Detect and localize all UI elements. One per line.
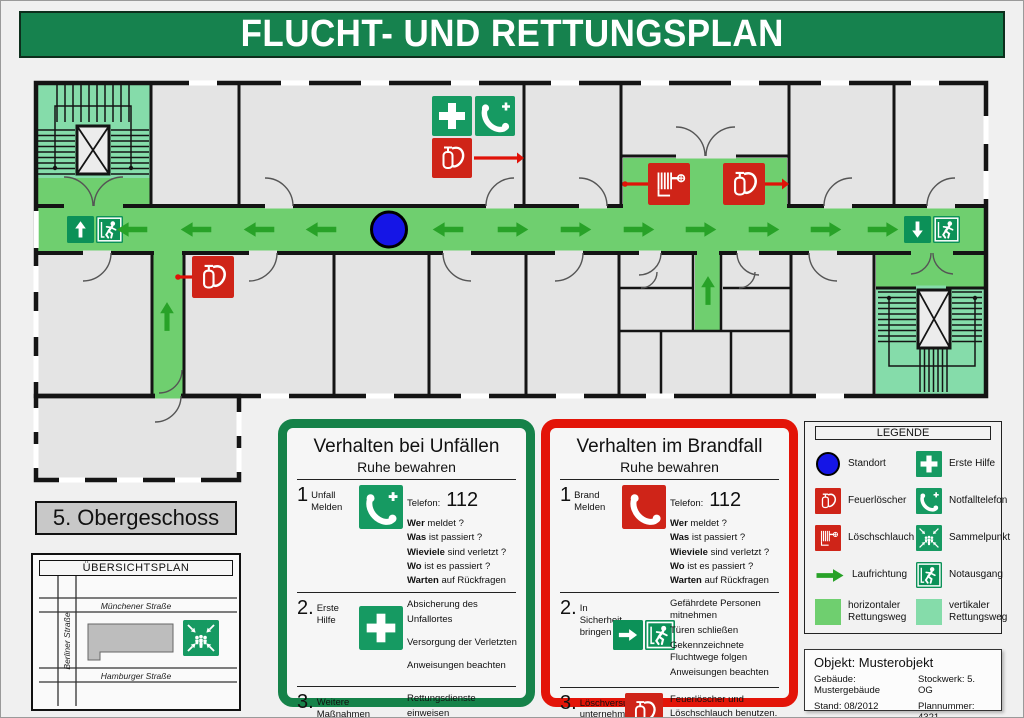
- fire-phone-icon: [622, 485, 666, 529]
- accident-panel-subtitle: Ruhe bewahren: [357, 459, 456, 475]
- first-aid-icon: [432, 96, 472, 136]
- fire-extinguisher-icon: [625, 692, 663, 717]
- fire-extinguisher-icon: [815, 488, 841, 514]
- standort-marker: [816, 452, 840, 476]
- assembly-point-icon: [916, 525, 942, 551]
- object-info-box: Objekt: Musterobjekt Gebäude: Mustergebä…: [804, 649, 1002, 717]
- direction-down-sign-icon: [904, 216, 931, 243]
- fire-panel-subtitle: Ruhe bewahren: [620, 459, 719, 475]
- emergency-number: 112: [709, 489, 742, 511]
- legend-item-feuerloescher: Feuerlöscher: [815, 488, 914, 514]
- building-footprint: [87, 623, 174, 661]
- emergency-phone-icon: [475, 96, 515, 136]
- accident-panel-title: Verhalten bei Unfällen: [313, 436, 500, 457]
- fire-extinguisher-icon: [432, 138, 472, 178]
- fire-hose-icon: [815, 525, 841, 551]
- legend-item-loeschschlauch: Löschschlauch: [815, 525, 914, 551]
- emergency-phone-icon: [916, 488, 942, 514]
- street-name-top: Münchener Straße: [101, 601, 172, 611]
- standort-marker: [370, 210, 408, 249]
- fire-instructions-panel: Verhalten im Brandfall Ruhe bewahren 1 B…: [541, 419, 798, 717]
- accident-step-1: 1 Unfall Melden Telefon:112 Wer meldet ?…: [297, 484, 507, 586]
- first-aid-icon: [359, 606, 403, 651]
- extinguisher-pointer: [474, 152, 524, 164]
- legend-item-standort: Standort: [815, 451, 914, 477]
- title-banner: FLUCHT- UND RETTUNGSPLAN: [19, 11, 1005, 58]
- fire-hose-icon: [648, 163, 690, 205]
- escape-arrow-icon: [816, 568, 844, 582]
- accident-instructions-panel: Verhalten bei Unfällen Ruhe bewahren 1 U…: [278, 419, 535, 717]
- direction-up-sign-icon: [67, 216, 94, 243]
- legend-panel: LEGENDE Standort Erste Hilfe Feuerlösche…: [804, 421, 1010, 634]
- emergency-number: 112: [446, 489, 479, 511]
- legend-item-erste-hilfe: Erste Hilfe: [916, 451, 1011, 477]
- legend-title: LEGENDE: [815, 426, 991, 440]
- street-name-left: Berliner Straße: [62, 612, 72, 669]
- door-arcs: [63, 126, 956, 423]
- street-name-bottom: Hamburger Straße: [101, 671, 172, 681]
- horizontal-escape-route-swatch: [815, 599, 841, 625]
- plan-number: Plannummer: 4321: [918, 701, 975, 718]
- assembly-point-icon: [183, 620, 219, 656]
- overview-title: ÜBERSICHTSPLAN: [39, 560, 233, 576]
- extinguisher-pointer: [175, 274, 192, 280]
- equipment-pointers: [622, 178, 789, 190]
- floor-label-text: 5. Obergeschoss: [52, 505, 220, 530]
- overview-map: ÜBERSICHTSPLAN Münchener Straße Hamburge…: [31, 553, 241, 711]
- direction-right-sign-icon: [613, 620, 643, 651]
- floor-number: Stockwerk: 5. OG: [918, 674, 976, 696]
- vertical-escape-route-swatch: [916, 599, 942, 625]
- legend-item-laufrichtung: Laufrichtung: [815, 562, 914, 588]
- fire-extinguisher-icon: [192, 256, 234, 298]
- emergency-phone-icon: [359, 485, 403, 529]
- legend-item-horizontaler-rettungsweg: horizontaler Rettungsweg: [815, 599, 914, 625]
- stairs-bottom-right: [878, 291, 982, 392]
- exit-sign-icon: [916, 562, 942, 588]
- building-name: Gebäude: Mustergebäude: [814, 674, 881, 696]
- fire-step-1: 1 Brand Melden Telefon:112 Wer meldet ? …: [560, 484, 770, 586]
- exit-sign-icon: [933, 216, 960, 243]
- floor-plan: [33, 80, 989, 483]
- object-name: Objekt: Musterobjekt: [814, 655, 934, 670]
- floor-label: 5. Obergeschoss: [35, 501, 237, 535]
- accident-step-2: 2. Erste Hilfe Absicherung des Unfallort…: [297, 597, 517, 671]
- legend-item-sammelpunkt: Sammelpunkt: [916, 525, 1011, 551]
- first-aid-icon: [916, 451, 942, 477]
- overview-map-svg: Münchener Straße Hamburger Straße Berlin…: [39, 576, 237, 706]
- fire-extinguisher-icon: [723, 163, 765, 205]
- legend-item-notfalltelefon: Notfalltelefon: [916, 488, 1011, 514]
- fire-panel-title: Verhalten im Brandfall: [576, 436, 763, 457]
- legend-item-notausgang: Notausgang: [916, 562, 1011, 588]
- page-title: FLUCHT- UND RETTUNGSPLAN: [240, 13, 784, 55]
- plan-date: Stand: 08/2012: [814, 701, 879, 712]
- legend-item-vertikaler-rettungsweg: vertikaler Rettungsweg: [916, 599, 1011, 625]
